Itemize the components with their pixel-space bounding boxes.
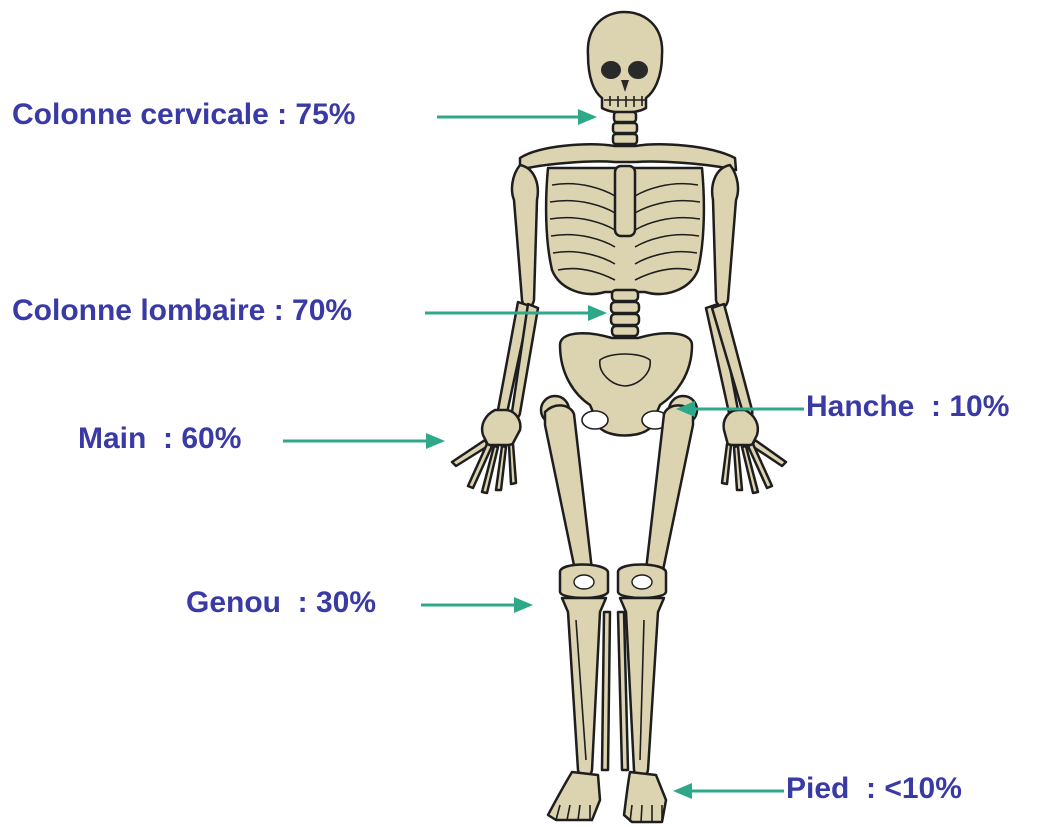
arrow-cervical (437, 109, 597, 125)
right-hand (722, 410, 786, 493)
label-knee: Genou : 30% (186, 586, 376, 620)
cervical-spine (613, 112, 637, 144)
arrow-knee (421, 597, 533, 613)
label-cervical-spine: Colonne cervicale : 75% (12, 98, 355, 132)
rib-cage (546, 166, 704, 294)
left-hand (452, 410, 520, 493)
left-arm (498, 165, 538, 418)
skull (588, 12, 662, 113)
right-arm (706, 165, 752, 417)
arrow-foot (673, 783, 784, 799)
label-lumbar-spine: Colonne lombaire : 70% (12, 294, 352, 328)
feet (548, 772, 666, 822)
label-foot: Pied : <10% (786, 772, 962, 806)
label-hand: Main : 60% (78, 422, 241, 456)
lumbar-spine (611, 290, 639, 336)
right-lower-leg (618, 598, 664, 778)
label-hip: Hanche : 10% (806, 390, 1009, 424)
arrow-hand (283, 433, 445, 449)
skeleton-icon (452, 12, 786, 822)
left-lower-leg (562, 598, 610, 778)
